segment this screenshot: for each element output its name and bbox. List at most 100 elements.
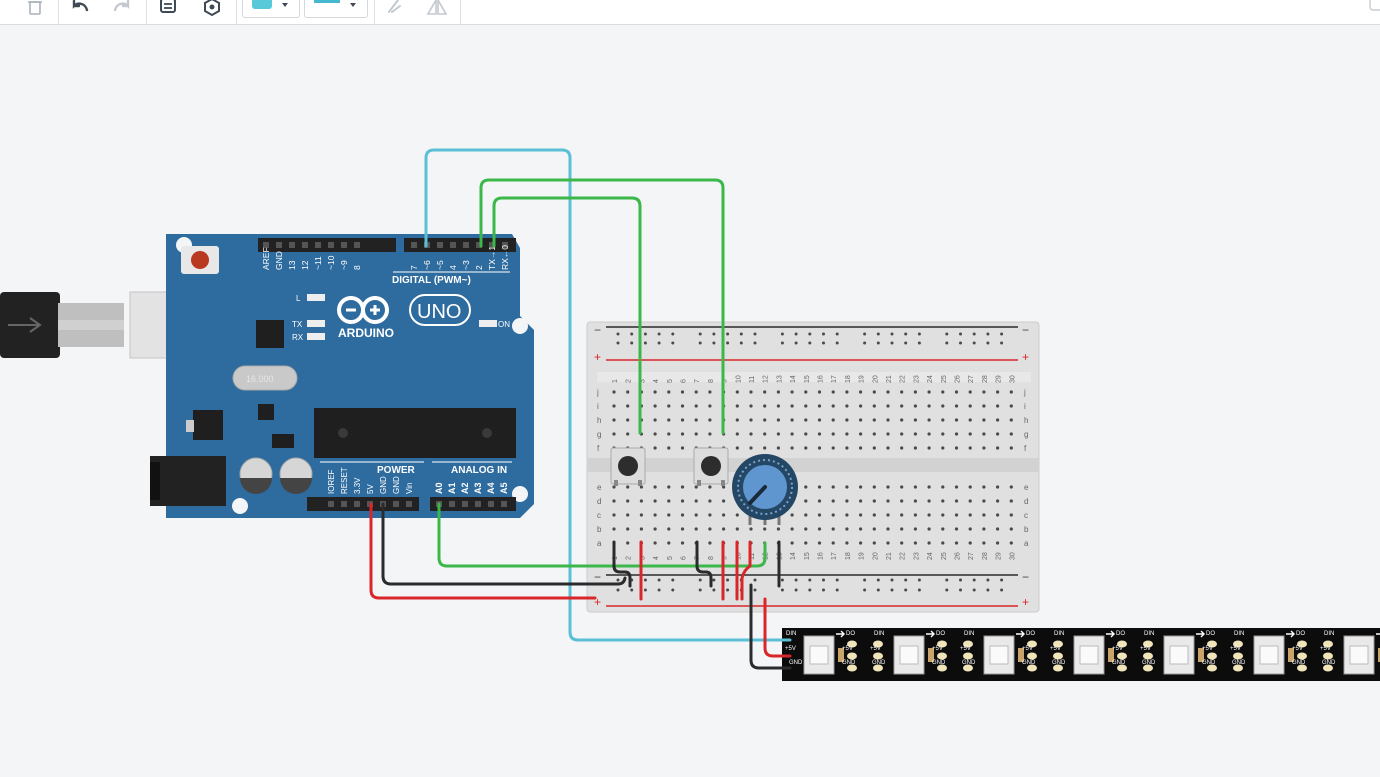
breadboard-hole[interactable] [667, 418, 671, 422]
breadboard-hole[interactable] [626, 541, 630, 545]
breadboard-hole[interactable] [831, 541, 835, 545]
breadboard-hole[interactable] [763, 527, 767, 531]
breadboard-hole[interactable] [694, 390, 698, 394]
breadboard-hole[interactable] [612, 499, 616, 503]
breadboard-hole[interactable] [680, 527, 685, 531]
breadboard-hole[interactable] [790, 513, 794, 517]
rail-hole[interactable] [904, 588, 908, 592]
rail-hole[interactable] [822, 341, 825, 345]
rail-hole[interactable] [712, 332, 716, 336]
rail-hole[interactable] [671, 588, 675, 592]
rail-hole[interactable] [671, 341, 675, 345]
breadboard-hole[interactable] [954, 446, 959, 450]
breadboard-hole[interactable] [872, 404, 876, 408]
breadboard-hole[interactable] [708, 418, 712, 422]
color-picker[interactable] [242, 0, 300, 18]
rail-hole[interactable] [890, 341, 894, 345]
breadboard-hole[interactable] [954, 513, 959, 517]
breadboard-hole[interactable] [996, 499, 1000, 503]
rail-hole[interactable] [630, 341, 634, 345]
breadboard-hole[interactable] [749, 446, 753, 450]
digital-pin-socket[interactable] [502, 242, 508, 248]
analog-header[interactable] [430, 497, 516, 511]
breadboard-hole[interactable] [776, 418, 781, 422]
breadboard-hole[interactable] [831, 527, 835, 531]
breadboard-hole[interactable] [626, 432, 630, 436]
breadboard-hole[interactable] [776, 527, 781, 531]
rail-hole[interactable] [657, 341, 661, 345]
flip-icon[interactable] [422, 0, 452, 22]
breadboard-hole[interactable] [954, 485, 959, 489]
breadboard-hole[interactable] [749, 527, 753, 531]
breadboard-hole[interactable] [1009, 418, 1013, 422]
breadboard-hole[interactable] [927, 499, 931, 503]
rail-hole[interactable] [876, 341, 880, 345]
breadboard-hole[interactable] [982, 390, 986, 394]
rail-hole[interactable] [739, 332, 743, 336]
breadboard-hole[interactable] [996, 513, 1000, 517]
breadboard-hole[interactable] [804, 527, 808, 531]
breadboard-hole[interactable] [913, 485, 918, 489]
rail-hole[interactable] [794, 578, 798, 582]
breadboard-hole[interactable] [776, 404, 781, 408]
breadboard-hole[interactable] [735, 404, 739, 408]
rail-hole[interactable] [780, 588, 784, 592]
breadboard-hole[interactable] [927, 485, 931, 489]
breadboard-hole[interactable] [831, 513, 835, 517]
breadboard-hole[interactable] [680, 418, 685, 422]
breadboard-hole[interactable] [626, 390, 630, 394]
breadboard-hole[interactable] [982, 527, 986, 531]
breadboard-hole[interactable] [790, 404, 794, 408]
breadboard-hole[interactable] [817, 446, 822, 450]
breadboard-hole[interactable] [804, 513, 808, 517]
breadboard-hole[interactable] [996, 418, 1000, 422]
breadboard-hole[interactable] [886, 404, 890, 408]
breadboard-hole[interactable] [831, 418, 835, 422]
breadboard-hole[interactable] [817, 390, 822, 394]
breadboard-hole[interactable] [639, 513, 644, 517]
breadboard-hole[interactable] [790, 432, 794, 436]
rail-hole[interactable] [876, 588, 880, 592]
breadboard-hole[interactable] [996, 446, 1000, 450]
rail-hole[interactable] [753, 588, 757, 592]
rail-hole[interactable] [808, 588, 812, 592]
breadboard-hole[interactable] [941, 541, 945, 545]
potentiometer[interactable] [732, 454, 798, 525]
digital-pin-socket[interactable] [489, 242, 495, 248]
rail-hole[interactable] [808, 578, 812, 582]
breadboard-hole[interactable] [667, 541, 671, 545]
breadboard-hole[interactable] [900, 432, 904, 436]
breadboard-hole[interactable] [872, 485, 876, 489]
breadboard-hole[interactable] [626, 418, 630, 422]
rail-hole[interactable] [657, 588, 661, 592]
breadboard-hole[interactable] [859, 499, 863, 503]
breadboard-hole[interactable] [694, 404, 698, 408]
breadboard-hole[interactable] [1009, 432, 1013, 436]
breadboard-hole[interactable] [653, 499, 657, 503]
breadboard-hole[interactable] [722, 527, 726, 531]
rail-hole[interactable] [959, 578, 962, 582]
rail-hole[interactable] [986, 332, 990, 336]
breadboard-hole[interactable] [667, 513, 671, 517]
breadboard-hole[interactable] [886, 499, 890, 503]
breadboard-hole[interactable] [941, 446, 945, 450]
breadboard-hole[interactable] [680, 390, 685, 394]
delete-icon[interactable] [22, 0, 48, 22]
breadboard-hole[interactable] [831, 485, 835, 489]
digital-pin-socket[interactable] [328, 242, 334, 248]
header-pin-socket[interactable] [449, 501, 455, 507]
rail-hole[interactable] [835, 341, 839, 345]
breadboard-hole[interactable] [859, 432, 863, 436]
breadboard-hole[interactable] [845, 485, 849, 489]
breadboard-hole[interactable] [626, 485, 630, 489]
rail-hole[interactable] [671, 578, 675, 582]
rail-hole[interactable] [753, 332, 757, 336]
breadboard-hole[interactable] [886, 485, 890, 489]
breadboard-hole[interactable] [776, 390, 781, 394]
rail-hole[interactable] [712, 578, 716, 582]
breadboard-hole[interactable] [872, 513, 876, 517]
digital-pin-socket[interactable] [289, 242, 295, 248]
rail-hole[interactable] [822, 332, 825, 336]
rail-hole[interactable] [972, 341, 976, 345]
breadboard-hole[interactable] [927, 513, 931, 517]
